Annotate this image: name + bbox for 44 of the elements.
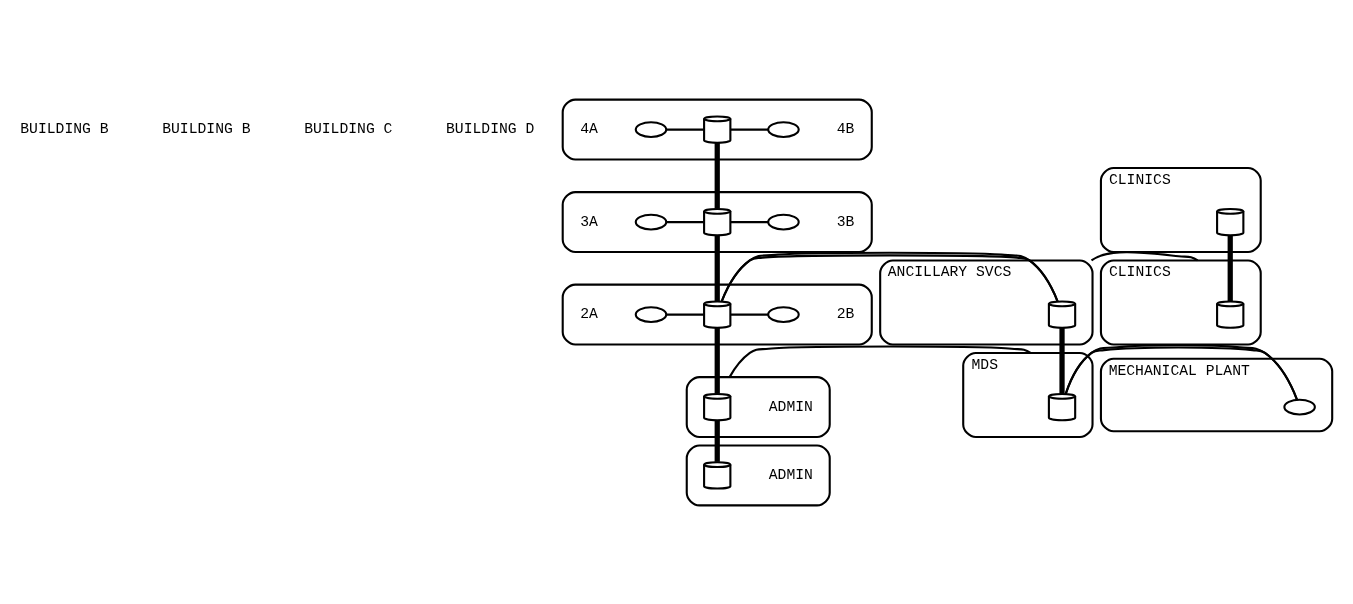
node-ellipse bbox=[634, 213, 668, 230]
connector bbox=[728, 345, 1032, 378]
node-ellipse bbox=[634, 120, 668, 138]
cluster: MECHANICAL PLANT bbox=[1099, 357, 1334, 432]
connector bbox=[666, 220, 704, 223]
connector bbox=[666, 128, 704, 131]
node-label: 4A bbox=[580, 120, 598, 137]
cluster: ANCILLARY SVCS bbox=[879, 258, 1094, 346]
label: BUILDING D bbox=[446, 120, 535, 137]
connector bbox=[1064, 343, 1299, 400]
connector bbox=[714, 142, 720, 209]
node-ellipse bbox=[767, 120, 800, 138]
connector bbox=[730, 313, 769, 316]
node-ellipse bbox=[1283, 398, 1316, 415]
connector bbox=[720, 251, 1059, 302]
node-label: ADMIN bbox=[768, 398, 813, 415]
connector bbox=[714, 327, 720, 394]
node-label: 2A bbox=[580, 305, 598, 322]
node-label: 2B bbox=[836, 305, 855, 322]
cluster: CLINICS bbox=[1099, 258, 1262, 346]
cluster bbox=[685, 443, 831, 506]
label: BUILDING B bbox=[162, 120, 251, 137]
node-label: 3A bbox=[580, 213, 598, 230]
node-ellipse bbox=[634, 305, 668, 323]
cluster: CLINICS bbox=[1099, 166, 1262, 253]
connector bbox=[730, 128, 769, 131]
connector bbox=[666, 313, 704, 316]
cluster bbox=[561, 190, 873, 253]
connector bbox=[1059, 327, 1065, 394]
node-ellipse bbox=[767, 213, 800, 230]
cluster: MDS bbox=[962, 351, 1094, 438]
node-label: 3B bbox=[836, 213, 855, 230]
connector bbox=[714, 419, 720, 462]
cluster bbox=[561, 98, 873, 161]
node-label: 4B bbox=[836, 120, 855, 137]
label: BUILDING C bbox=[304, 120, 393, 137]
connector bbox=[730, 220, 769, 223]
node-ellipse bbox=[767, 305, 800, 323]
cluster bbox=[561, 283, 873, 346]
connector bbox=[1227, 234, 1233, 301]
node-label: ADMIN bbox=[768, 466, 813, 483]
label: BUILDING B bbox=[20, 120, 109, 137]
connector bbox=[714, 234, 720, 301]
cluster bbox=[685, 375, 831, 438]
